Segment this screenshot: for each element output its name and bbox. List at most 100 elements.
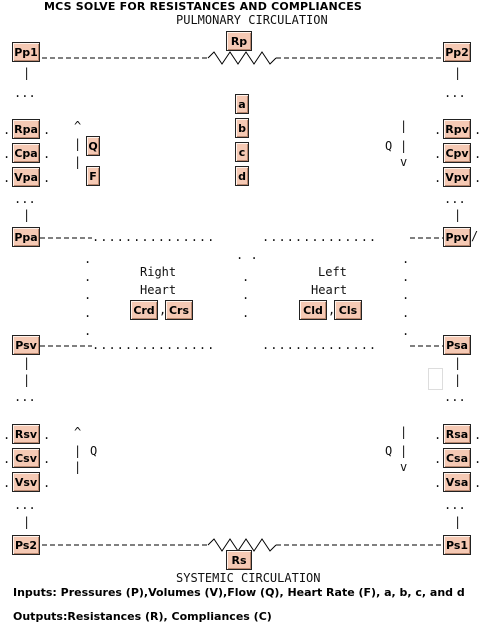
- vsa-button[interactable]: Vsa: [443, 472, 471, 492]
- crs-button[interactable]: Crs: [165, 300, 193, 320]
- dot-csa-right: .: [474, 452, 482, 466]
- c-parameter-button[interactable]: c: [235, 142, 249, 162]
- csv-button[interactable]: Csv: [12, 448, 40, 468]
- vpa-button[interactable]: Vpa: [12, 167, 40, 187]
- dot-vsa-left: .: [434, 476, 442, 490]
- cls-button[interactable]: Cls: [334, 300, 362, 320]
- cpv-button[interactable]: Cpv: [443, 143, 471, 163]
- flow-up-arrow-bottom: ^: [74, 425, 82, 439]
- right-heart-label-2: Heart: [140, 283, 177, 297]
- flow-up-bar-bottom-2: |: [74, 460, 82, 474]
- a-parameter-button[interactable]: a: [235, 94, 249, 114]
- ppv-button[interactable]: Ppv: [443, 227, 471, 247]
- flow-down-bar-top-2: |: [400, 139, 408, 153]
- dot-csa-left: .: [434, 452, 442, 466]
- flow-down-bar-top-1: |: [400, 119, 408, 133]
- outputs-description: Outputs:Resistances (R), Compliances (C): [13, 610, 272, 623]
- heart-dots-top-left: ...............: [92, 230, 216, 244]
- dot-cpa-right: .: [43, 147, 51, 161]
- right-low-bar-1: |: [454, 356, 462, 370]
- rp-resistor-symbol: [207, 51, 277, 65]
- flow-down-bar-bottom-1: |: [400, 425, 408, 439]
- dot-vpv-left: .: [434, 171, 442, 185]
- heart-septum-dots-top: . .: [236, 248, 258, 262]
- pp1-button[interactable]: Pp1: [12, 42, 40, 62]
- dot-rpv-left: .: [434, 123, 442, 137]
- dot-cpv-left: .: [434, 147, 442, 161]
- heart-septum-dots: . . .: [242, 270, 250, 320]
- left-top-dots: ...: [14, 86, 36, 100]
- pp2-button[interactable]: Pp2: [443, 42, 471, 62]
- flow-down-arrow-bottom: v: [400, 460, 408, 474]
- diagram-title: MCS SOLVE FOR RESISTANCES AND COMPLIANCE…: [44, 0, 363, 13]
- dot-rsv-right: .: [43, 428, 51, 442]
- psa-button[interactable]: Psa: [443, 335, 471, 355]
- rs-resistor-symbol: [207, 538, 277, 552]
- flow-q-label-top-right: Q: [385, 139, 393, 153]
- flow-up-arrow-top: ^: [74, 119, 82, 133]
- right-low-bar-2: |: [454, 373, 462, 387]
- inputs-description: Inputs: Pressures (P),Volumes (V),Flow (…: [13, 586, 465, 599]
- crd-crs-comma: ,: [159, 303, 167, 317]
- left-low-bar-1: |: [23, 356, 31, 370]
- dot-rpa-left: .: [3, 123, 11, 137]
- psv-button[interactable]: Psv: [12, 335, 40, 355]
- rsa-button[interactable]: Rsa: [443, 424, 471, 444]
- ppa-button[interactable]: Ppa: [12, 227, 40, 247]
- crd-button[interactable]: Crd: [130, 300, 158, 320]
- left-low-bar-2: |: [23, 373, 31, 387]
- right-mid-dots-top: ...: [444, 192, 466, 206]
- f-heart-rate-button[interactable]: F: [86, 166, 100, 186]
- left-top-bar: |: [23, 66, 31, 80]
- rsv-button[interactable]: Rsv: [12, 424, 40, 444]
- flow-down-arrow-top: v: [400, 155, 408, 169]
- dot-vpa-right: .: [43, 171, 51, 185]
- ps1-button[interactable]: Ps1: [443, 535, 471, 555]
- rpv-button[interactable]: Rpv: [443, 119, 471, 139]
- cld-button[interactable]: Cld: [299, 300, 327, 320]
- dot-vsv-right: .: [43, 476, 51, 490]
- ppv-tail-mark: /: [471, 229, 479, 243]
- dot-cpa-left: .: [3, 147, 11, 161]
- flow-down-bar-bottom-2: |: [400, 444, 408, 458]
- b-parameter-button[interactable]: b: [235, 118, 249, 138]
- right-heart-label-1: Right: [140, 265, 177, 279]
- right-top-bar: |: [454, 66, 462, 80]
- systemic-circulation-label: SYSTEMIC CIRCULATION: [176, 571, 321, 585]
- rs-button[interactable]: Rs: [226, 550, 252, 570]
- dot-rsv-left: .: [3, 428, 11, 442]
- csa-button[interactable]: Csa: [443, 448, 471, 468]
- flow-q-label-bottom-right: Q: [385, 444, 393, 458]
- cpa-button[interactable]: Cpa: [12, 143, 40, 163]
- rpa-button[interactable]: Rpa: [12, 119, 40, 139]
- right-bottom-bar: |: [454, 515, 462, 529]
- ps2-button[interactable]: Ps2: [12, 535, 40, 555]
- vsv-button[interactable]: Vsv: [12, 472, 40, 492]
- pulmonary-circulation-label: PULMONARY CIRCULATION: [176, 13, 328, 27]
- dot-rsa-left: .: [434, 428, 442, 442]
- dot-rsa-right: .: [474, 428, 482, 442]
- blank-input-box[interactable]: [428, 368, 443, 390]
- q-pulmonary-button[interactable]: Q: [86, 136, 100, 156]
- right-mid-bar-top: |: [454, 208, 462, 222]
- dot-rpa-right: .: [43, 123, 51, 137]
- heart-dots-bottom-right: ..............: [262, 338, 378, 352]
- flow-up-bar-top-1: |: [74, 137, 82, 151]
- left-low-dots: ...: [14, 390, 36, 404]
- left-bottom-dots: ...: [14, 498, 36, 512]
- flow-up-bar-top-2: |: [74, 155, 82, 169]
- dot-vsa-right: .: [474, 476, 482, 490]
- rp-button[interactable]: Rp: [226, 31, 252, 51]
- vpv-button[interactable]: Vpv: [443, 167, 471, 187]
- heart-dots-top-right: ..............: [262, 230, 378, 244]
- heart-dots-left-side: . . . . .: [84, 252, 92, 338]
- left-heart-label-1: Left: [318, 265, 347, 279]
- dot-vpa-left: .: [3, 171, 11, 185]
- dot-csv-right: .: [43, 452, 51, 466]
- d-parameter-button[interactable]: d: [235, 166, 249, 186]
- heart-dots-right-side: . . . . .: [402, 252, 410, 338]
- cld-cls-comma: ,: [328, 303, 336, 317]
